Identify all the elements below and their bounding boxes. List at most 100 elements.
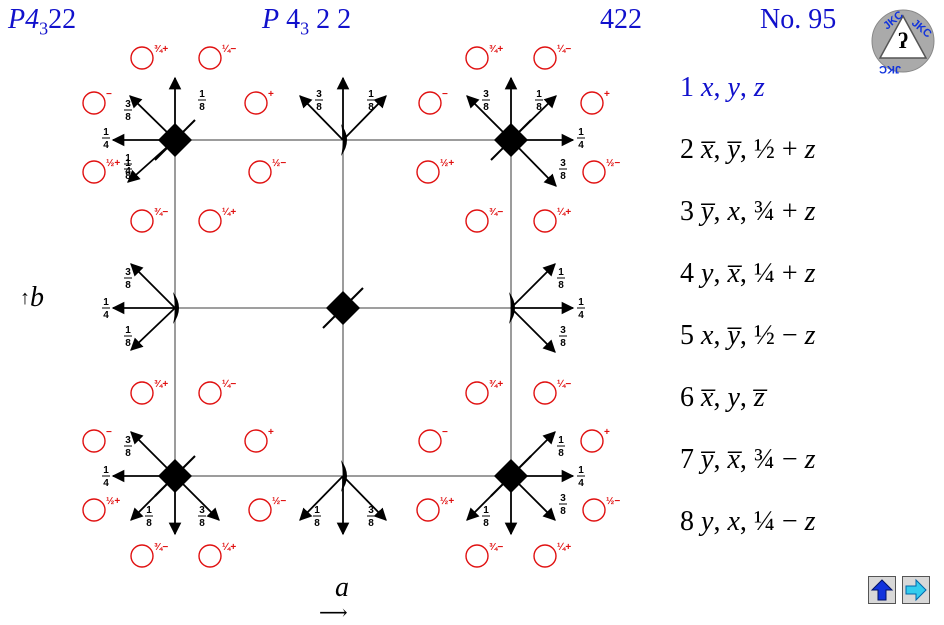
a-axis-label: a ⟶ — [319, 572, 349, 624]
up-button[interactable] — [868, 576, 896, 604]
svg-text:8: 8 — [125, 448, 131, 459]
svg-text:1: 1 — [558, 267, 564, 278]
svg-text:8: 8 — [536, 102, 542, 113]
height-fraction: 18 — [535, 89, 543, 113]
svg-text:8: 8 — [483, 518, 489, 529]
x-coordinate: x — [701, 320, 714, 351]
svg-text:¾−: ¾− — [154, 207, 168, 218]
height-fraction: 14 — [102, 127, 110, 151]
svg-text:¾−: ¾− — [489, 207, 503, 218]
coordinate-row: 5 x, y̅, ½ − z — [680, 320, 816, 351]
svg-text:3: 3 — [125, 99, 131, 110]
svg-text:3: 3 — [560, 493, 566, 504]
z-coordinate: z — [804, 196, 816, 227]
svg-text:1: 1 — [578, 127, 584, 138]
height-fraction: 38 — [559, 325, 567, 349]
z-fraction: ¾ — [753, 196, 775, 227]
svg-text:¼+: ¼+ — [222, 542, 236, 553]
z-coordinate: z — [804, 444, 816, 475]
svg-text:¼−: ¼− — [222, 379, 236, 390]
twofold-screw-symbol — [173, 292, 179, 324]
svg-text:¾+: ¾+ — [489, 44, 503, 55]
svg-text:¼−: ¼− — [222, 44, 236, 55]
y-coordinate: x — [727, 506, 740, 537]
svg-text:½−: ½− — [606, 496, 620, 507]
position-circle: + — [244, 89, 274, 115]
twofold-axis-arrow — [342, 95, 387, 141]
position-number: 8 — [680, 506, 694, 537]
svg-text:4: 4 — [103, 478, 109, 489]
svg-text:1: 1 — [103, 465, 109, 476]
svg-text:3: 3 — [368, 505, 374, 516]
two-fold-axes — [111, 76, 575, 536]
next-button[interactable] — [902, 576, 930, 604]
svg-text:8: 8 — [125, 112, 131, 123]
coordinate-row: 8 y, x, ¼ − z — [680, 506, 816, 537]
x-coordinate: y — [701, 506, 714, 537]
svg-text:½+: ½+ — [440, 158, 454, 169]
position-circle: ¼− — [533, 44, 571, 70]
svg-text:8: 8 — [316, 102, 322, 113]
position-circle: ½+ — [82, 496, 120, 522]
svg-text:8: 8 — [560, 171, 566, 182]
height-fraction: 38 — [124, 99, 132, 123]
coordinate-row: 1 x, y, z — [680, 72, 765, 103]
position-circle: ¼− — [198, 379, 236, 405]
svg-text:−: − — [106, 89, 112, 100]
svg-text:8: 8 — [368, 518, 374, 529]
twofold-axis-arrow — [130, 475, 176, 521]
svg-text:1: 1 — [199, 89, 205, 100]
twofold-axis-arrow — [466, 475, 512, 521]
svg-text:1: 1 — [146, 505, 152, 516]
svg-text:8: 8 — [314, 518, 320, 529]
svg-text:¾+: ¾+ — [154, 379, 168, 390]
z-coordinate: z — [804, 506, 816, 537]
z-coordinate: z̅ — [753, 382, 765, 413]
twofold-axis-arrow — [129, 95, 176, 141]
height-fraction: 38 — [315, 89, 323, 113]
svg-text:4: 4 — [578, 140, 584, 151]
position-number: 2 — [680, 134, 694, 165]
twofold-axis-arrow — [130, 307, 176, 351]
height-fraction: 18 — [557, 435, 565, 459]
position-circle: − — [82, 427, 112, 453]
height-fraction: 18 — [124, 325, 132, 349]
space-group-symbol: P4322 — [8, 4, 77, 39]
svg-text:3: 3 — [560, 158, 566, 169]
right-arrow-icon — [905, 578, 927, 602]
space-group-number: No. 95 — [760, 4, 837, 35]
x-coordinate: x̅ — [701, 134, 714, 165]
svg-text:¾+: ¾+ — [154, 44, 168, 55]
svg-text:½+: ½+ — [106, 158, 120, 169]
height-fraction: 14 — [124, 153, 132, 177]
svg-text:8: 8 — [558, 280, 564, 291]
svg-text:−: − — [106, 427, 112, 438]
coordinate-row: 4 y, x̅, ¼ + z — [680, 258, 816, 289]
svg-text:½−: ½− — [606, 158, 620, 169]
position-number: 1 — [680, 72, 694, 103]
height-fraction: 14 — [577, 465, 585, 489]
svg-text:3: 3 — [125, 435, 131, 446]
position-number: 4 — [680, 258, 694, 289]
logo-letters: JKC — [879, 63, 901, 74]
twofold-axis-arrow — [510, 307, 556, 353]
position-circle: ¾− — [130, 542, 168, 568]
x-coordinate: x̅ — [701, 382, 714, 413]
z-fraction: ½ — [753, 134, 775, 165]
svg-text:½+: ½+ — [440, 496, 454, 507]
coordinate-row: 7 y̅, x̅, ¾ − z — [680, 444, 816, 475]
position-circle: − — [418, 89, 448, 115]
svg-text:1: 1 — [125, 325, 131, 336]
twofold-axis-arrow — [510, 431, 556, 477]
position-number: 6 — [680, 382, 694, 413]
position-circle: ¼+ — [198, 207, 236, 233]
position-circle: − — [418, 427, 448, 453]
height-fraction: 38 — [124, 435, 132, 459]
twofold-axis-arrow — [130, 431, 176, 477]
height-fraction: 18 — [367, 89, 375, 113]
svg-text:3: 3 — [560, 325, 566, 336]
twofold-axis-arrow — [466, 95, 512, 141]
svg-text:8: 8 — [560, 338, 566, 349]
position-circle: + — [580, 427, 610, 453]
